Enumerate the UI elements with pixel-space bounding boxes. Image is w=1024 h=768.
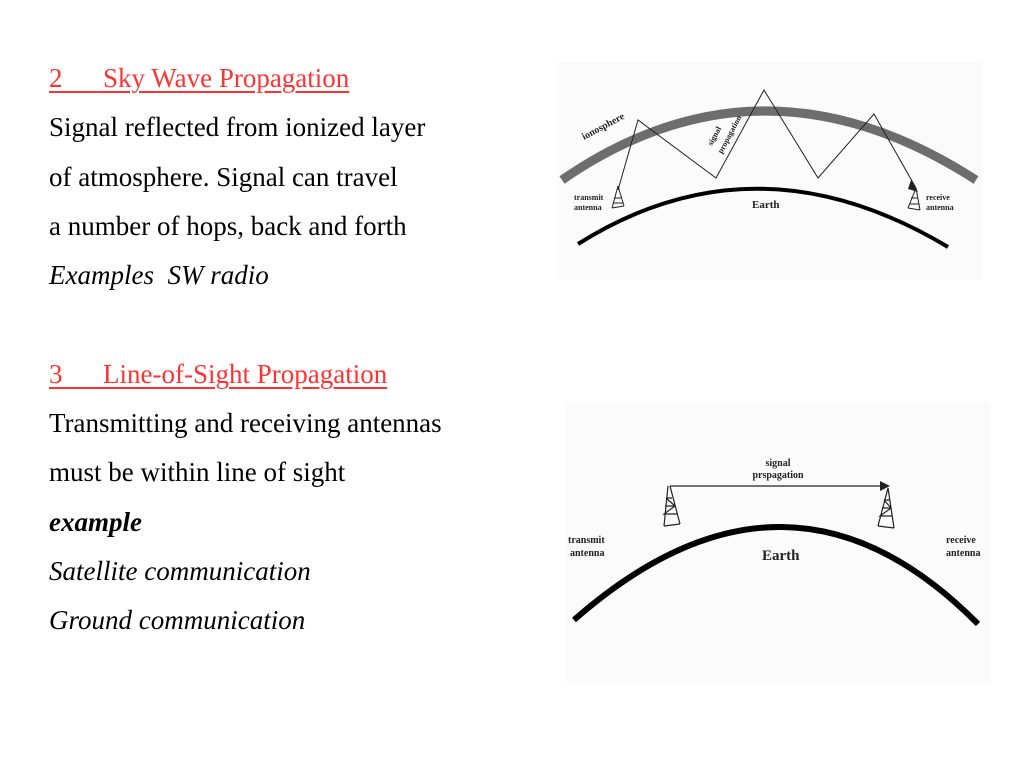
receive-antenna-icon <box>907 187 921 211</box>
sky-wave-examples: Examples SW radio <box>49 260 269 291</box>
sky-wave-line-3: a number of hops, back and forth <box>49 210 407 241</box>
line-of-sight-figure: signal prspagation transmit antenna rece… <box>566 402 990 684</box>
sky-wave-heading: 2 Sky Wave Propagation <box>49 63 350 93</box>
los-receive-antenna-label: antenna <box>946 548 980 559</box>
line-of-sight-heading: 3 Line-of-Sight Propagation <box>49 358 388 389</box>
spacer <box>49 300 549 349</box>
sky-wave-figure: ionosphere signal propagation transmit a… <box>556 62 982 280</box>
sky-wave-line-2: of atmosphere. Signal can travel <box>49 161 398 192</box>
line-of-sight-line-1: Transmitting and receiving antennas <box>49 408 442 439</box>
sky-transmit-label: transmit <box>574 193 604 202</box>
earth-surface <box>576 186 950 249</box>
los-receive-label: receive <box>946 535 976 546</box>
line-of-sight-example-2: Ground communication <box>49 605 306 636</box>
ionosphere-label: ionosphere <box>580 111 627 143</box>
signal-path <box>617 89 917 191</box>
los-propagation-label: prspagation <box>752 470 804 481</box>
line-of-sight-example-label: example <box>49 506 142 537</box>
sky-transmit-antenna-label: antenna <box>574 203 602 212</box>
transmit-antenna-icon <box>662 485 681 527</box>
transmit-antenna-icon <box>611 185 625 209</box>
sky-receive-antenna-label: antenna <box>926 203 954 212</box>
los-transmit-label: transmit <box>568 535 605 546</box>
ionosphere-layer <box>559 106 979 184</box>
sky-wave-line-1: Signal reflected from ionized layer <box>49 112 426 143</box>
receive-antenna-icon <box>877 487 895 529</box>
los-transmit-antenna-label: antenna <box>570 548 604 559</box>
line-of-sight-line-2: must be within line of sight <box>49 457 346 488</box>
line-of-sight-example-1: Satellite communication <box>49 555 311 586</box>
los-signal-label: signal <box>765 458 790 469</box>
signal-arrowhead <box>880 481 890 491</box>
slide-text: 2 Sky Wave Propagation Signal reflected … <box>49 54 549 646</box>
sky-wave-diagram: ionosphere signal propagation transmit a… <box>559 89 979 249</box>
earth-surface <box>572 524 981 627</box>
los-earth-label: Earth <box>762 548 800 564</box>
sky-receive-label: receive <box>926 193 950 202</box>
line-of-sight-diagram: signal prspagation transmit antenna rece… <box>568 458 981 627</box>
sky-earth-label: Earth <box>752 199 780 211</box>
